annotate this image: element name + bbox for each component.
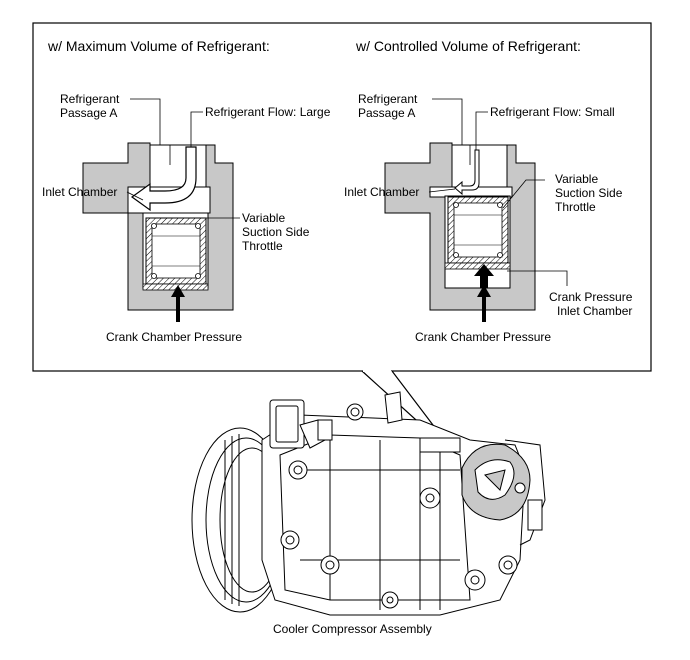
left-flow-arrow-large: [130, 146, 197, 212]
left-label-crank: Crank Chamber Pressure: [106, 330, 243, 344]
left-label-flow: Refrigerant Flow: Large: [205, 105, 331, 119]
left-crank-arrow: [171, 285, 185, 322]
assembly-caption: Cooler Compressor Assembly: [273, 622, 432, 636]
left-label-passage: Refrigerant Passage A: [60, 92, 120, 120]
left-valve-section: [82, 98, 240, 322]
right-flow-arrow-small: [454, 149, 480, 196]
right-panel-heading: w/ Controlled Volume of Refrigerant:: [356, 38, 581, 54]
right-label-crank-inlet: Crank Pressure Inlet Chamber: [549, 290, 633, 318]
right-crank-inner-arrow: [474, 264, 494, 288]
right-valve-section: [384, 98, 568, 322]
compressor-assembly-drawing: [191, 391, 546, 616]
right-label-flow: Refrigerant Flow: Small: [490, 105, 615, 119]
right-label-passage: Refrigerant Passage A: [358, 92, 418, 120]
left-label-inlet: Inlet Chamber: [42, 185, 118, 199]
right-crank-arrow: [477, 285, 491, 322]
right-label-inlet: Inlet Chamber: [344, 185, 420, 199]
left-label-throttle: Variable Suction Side Throttle: [242, 211, 310, 253]
right-label-throttle: Variable Suction Side Throttle: [555, 172, 623, 214]
right-label-crank: Crank Chamber Pressure: [415, 330, 552, 344]
left-panel-heading: w/ Maximum Volume of Refrigerant:: [48, 38, 270, 54]
